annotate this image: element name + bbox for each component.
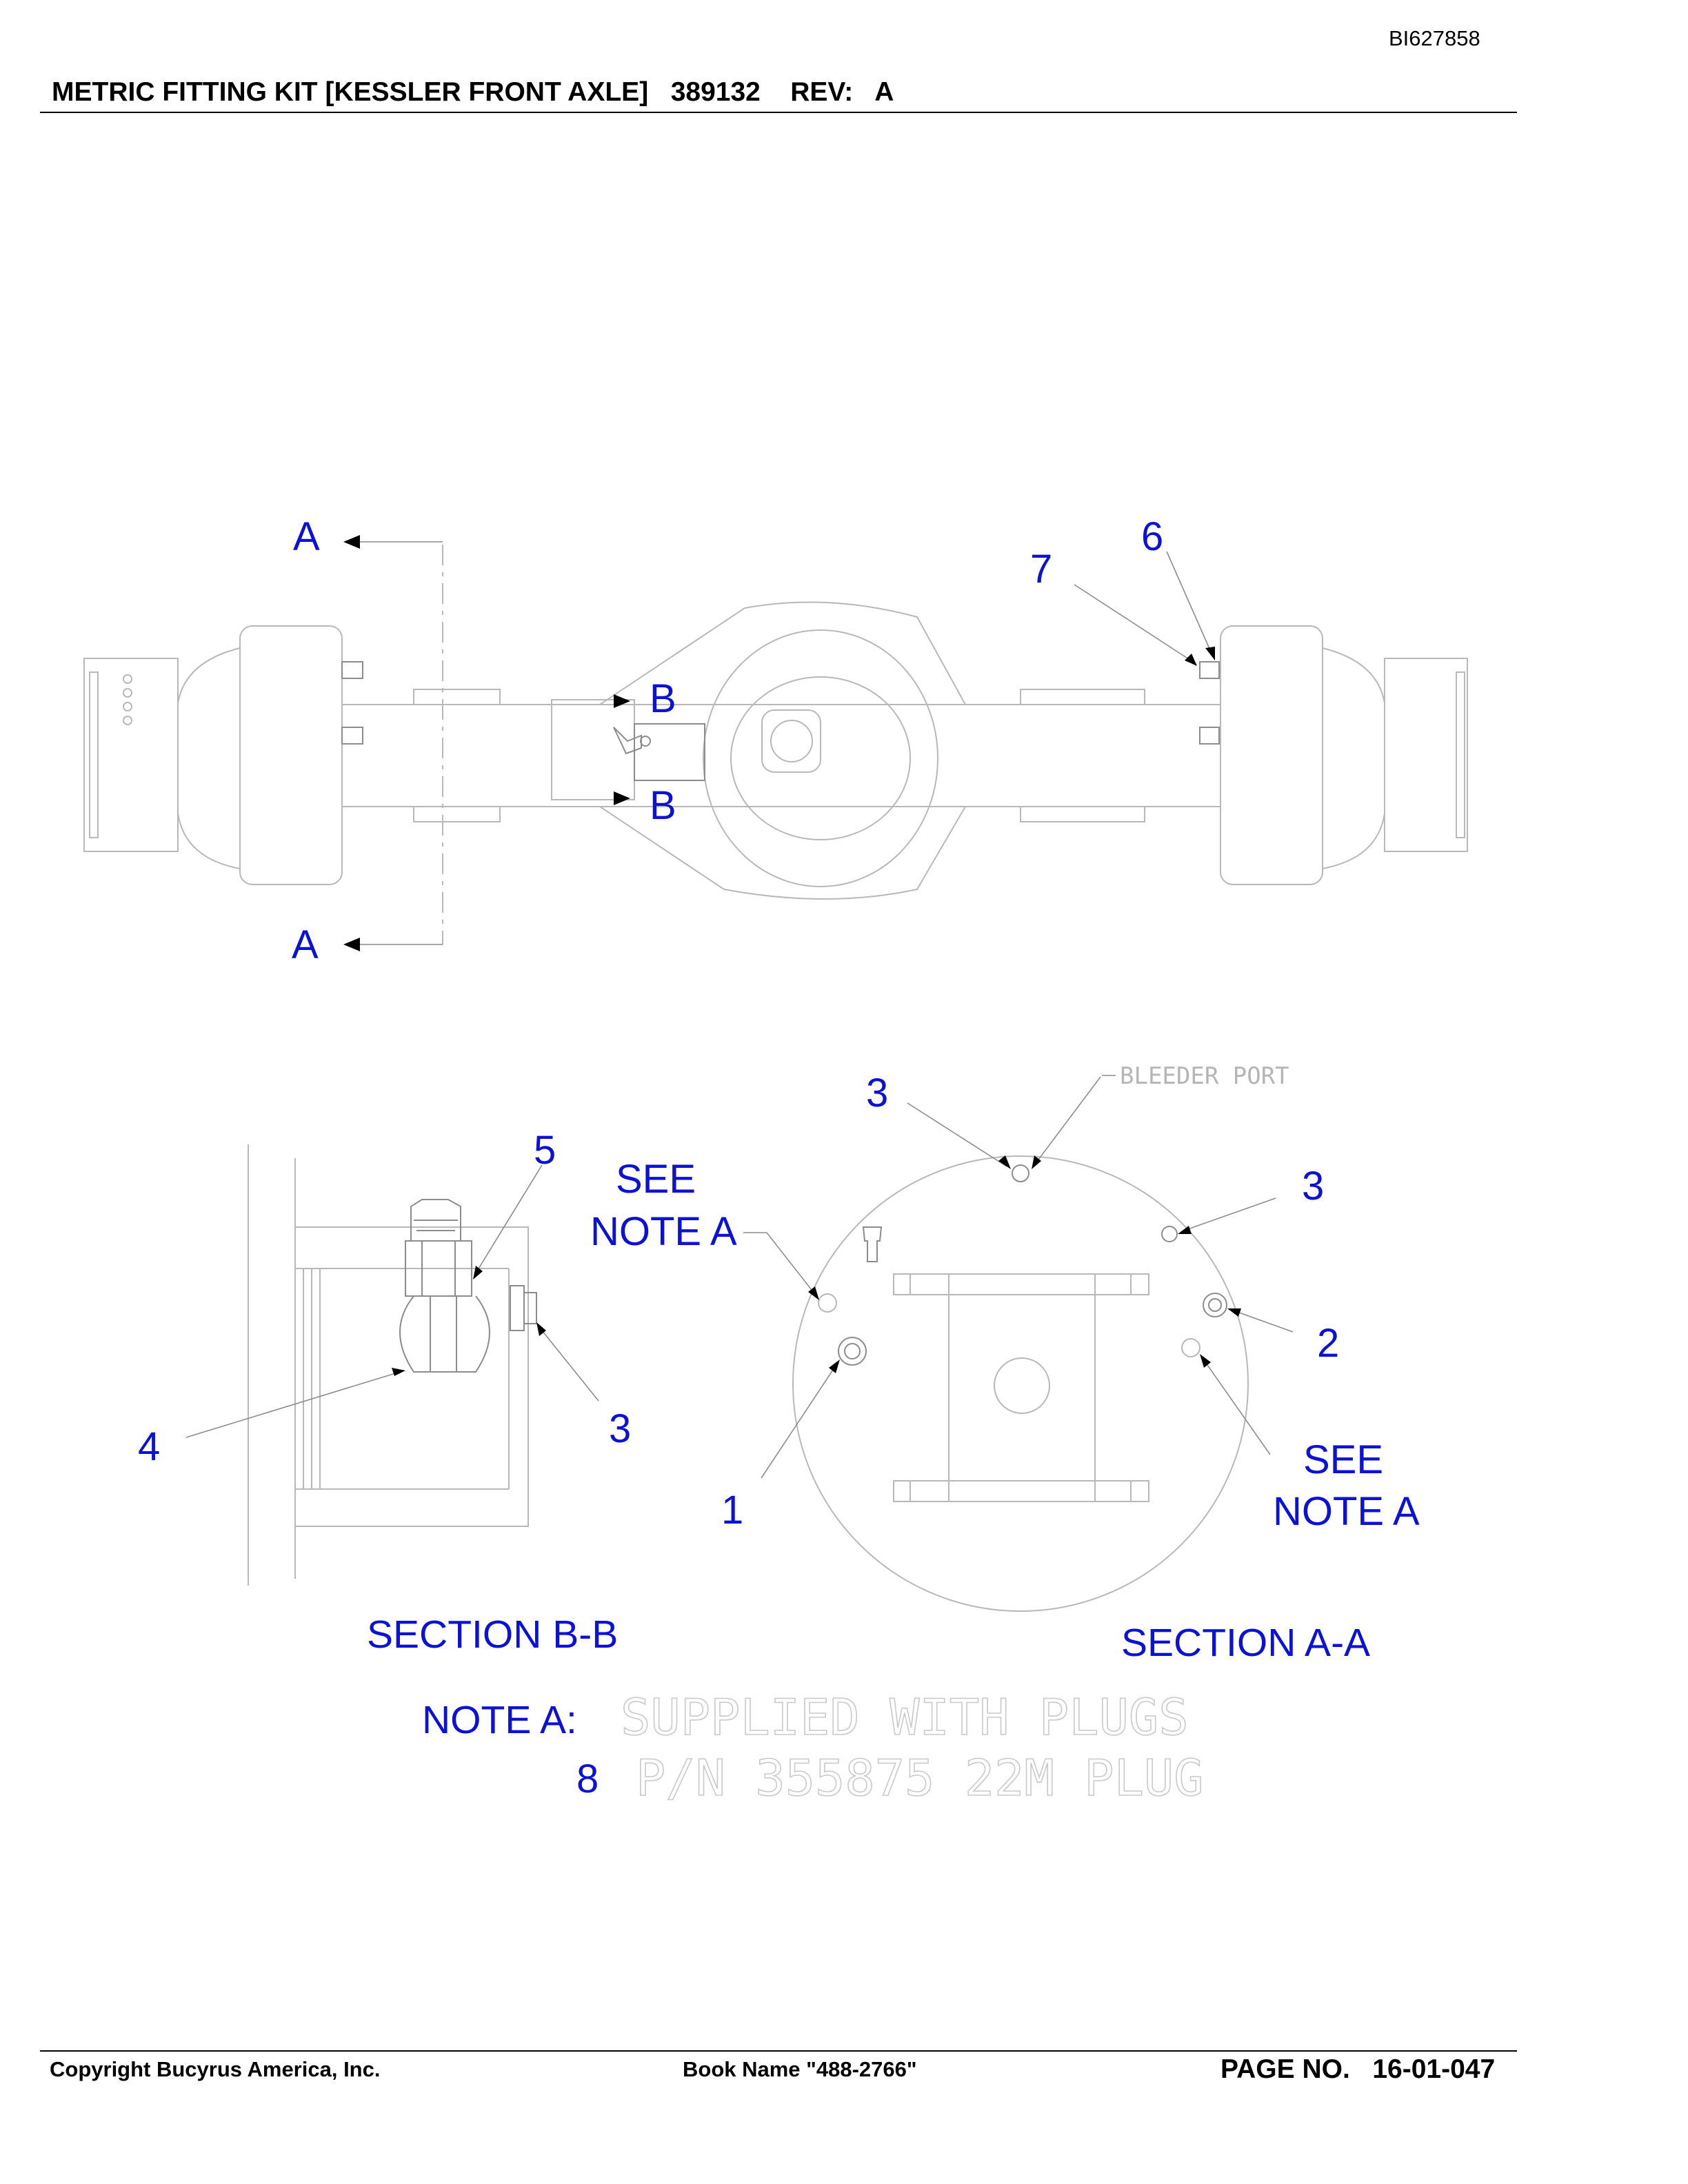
see-note-left-line2: NOTE A — [590, 1209, 737, 1254]
rev-label: REV: — [790, 77, 854, 107]
callout-3-section-bb: 3 — [609, 1406, 631, 1451]
copyright: Copyright Bucyrus America, Inc. — [50, 2057, 381, 2081]
see-note-left-line1: SEE — [616, 1157, 696, 1202]
section-aa-caption: SECTION A-A — [1121, 1621, 1370, 1665]
page-label: PAGE NO. — [1220, 2054, 1350, 2084]
section-a-marker-top: A — [293, 514, 320, 559]
header-rule — [40, 112, 1517, 113]
book-name: Book Name "488-2766" — [683, 2057, 917, 2081]
callout-3-right: 3 — [1302, 1164, 1324, 1209]
rev-value: A — [874, 77, 894, 107]
section-aa-view — [743, 1075, 1294, 1612]
callout-7: 7 — [1030, 547, 1052, 592]
note-a-label: NOTE A: — [422, 1698, 577, 1742]
page-title: METRIC FITTING KIT [KESSLER FRONT AXLE] … — [52, 77, 894, 108]
note-a-line1: SUPPLIED WITH PLUGS — [621, 1688, 1189, 1746]
section-b-marker-top: B — [650, 676, 676, 721]
callout-8: 8 — [576, 1757, 599, 1801]
callout-1: 1 — [721, 1488, 743, 1533]
section-bb-caption: SECTION B-B — [367, 1612, 618, 1657]
callout-4: 4 — [138, 1424, 160, 1469]
page-number-block: PAGE NO. 16-01-047 — [1220, 2054, 1495, 2085]
section-a-marker-bottom: A — [292, 922, 319, 967]
bleeder-port-label: BLEEDER PORT — [1120, 1062, 1289, 1090]
page-number: 16-01-047 — [1372, 2054, 1496, 2084]
callout-5: 5 — [534, 1128, 556, 1173]
document-id: BI627858 — [1389, 26, 1480, 50]
footer-rule — [40, 2050, 1517, 2052]
see-note-right-line2: NOTE A — [1273, 1489, 1420, 1534]
see-note-right-line1: SEE — [1303, 1437, 1383, 1482]
callout-2: 2 — [1317, 1321, 1339, 1366]
callout-6: 6 — [1141, 514, 1163, 559]
part-number: 389132 — [670, 77, 761, 107]
section-b-marker-bottom: B — [650, 783, 676, 828]
callout-3-top: 3 — [866, 1071, 888, 1115]
axle-top-view — [83, 535, 1468, 951]
note-a-line2: P/N 355875 22M PLUG — [636, 1749, 1204, 1807]
title-text: METRIC FITTING KIT [KESSLER FRONT AXLE] — [52, 77, 649, 107]
section-bb-view — [185, 1144, 599, 1586]
